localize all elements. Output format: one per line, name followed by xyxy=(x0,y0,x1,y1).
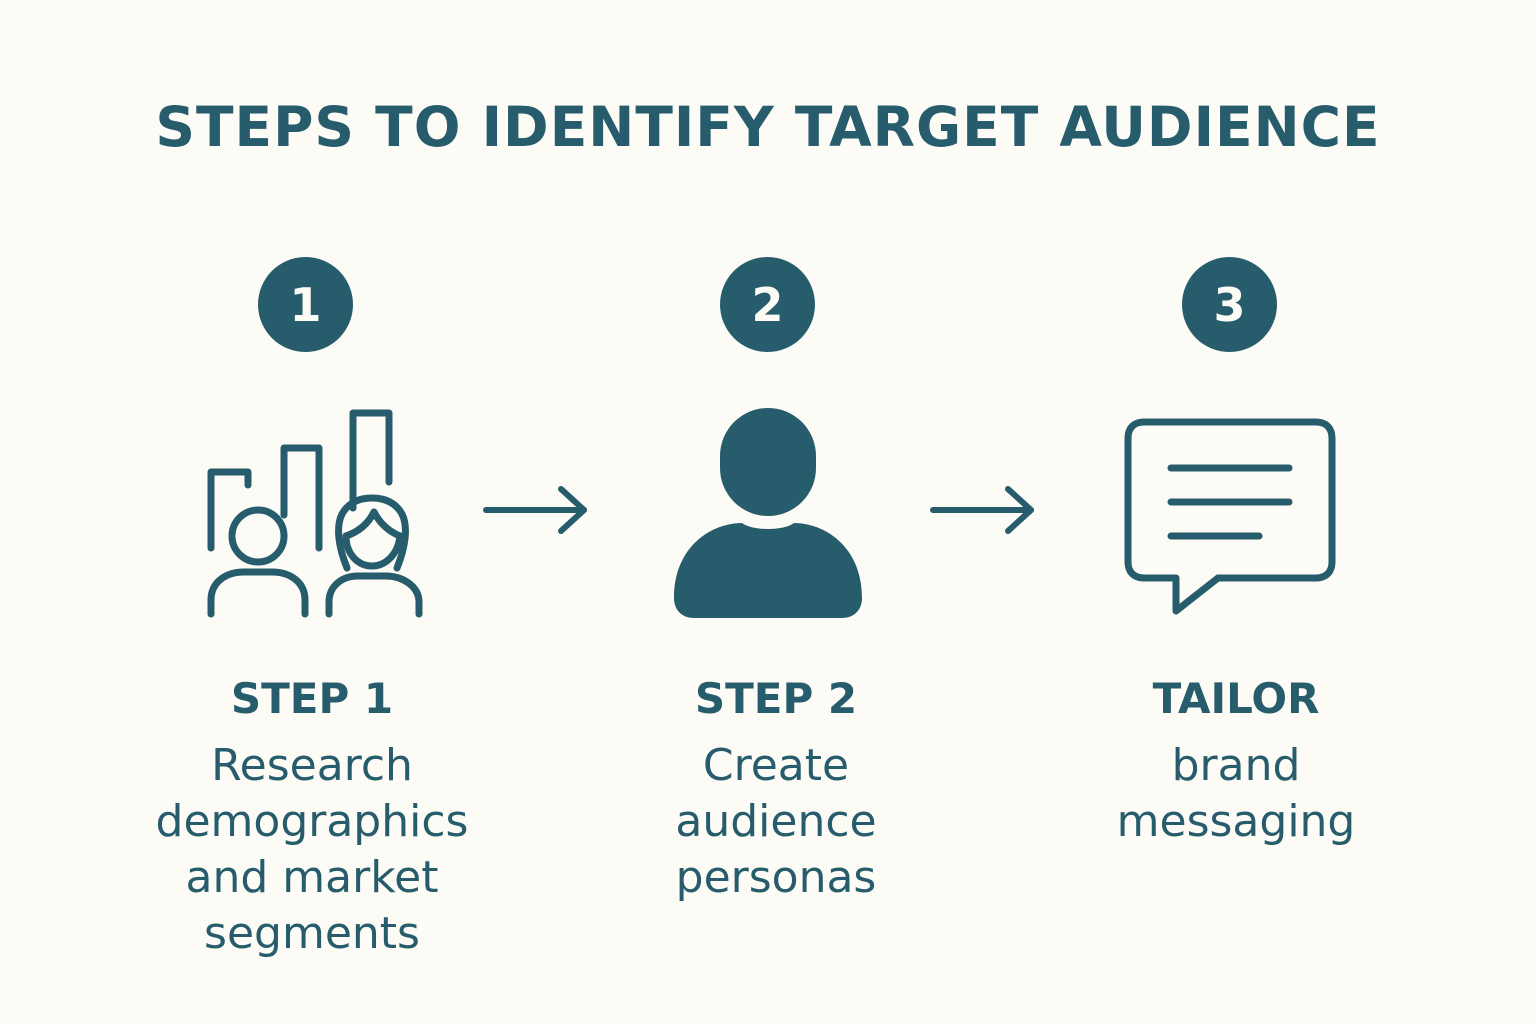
step-3-number-badge: 3 xyxy=(1182,257,1277,352)
step-3-description: brand messaging xyxy=(1116,740,1356,847)
person-icon xyxy=(674,408,862,618)
step-1-text: STEP 1 Research demographics and market … xyxy=(92,672,532,962)
step-2-heading: STEP 2 xyxy=(694,674,858,723)
message-icon xyxy=(1124,418,1336,615)
step-2-number-badge: 2 xyxy=(720,257,815,352)
step-1-number-badge: 1 xyxy=(258,257,353,352)
audience-research-icon xyxy=(207,409,423,618)
arrow-right-icon xyxy=(930,486,1034,534)
step-1-heading: STEP 1 xyxy=(230,674,394,723)
step-2-text: STEP 2 Create audience personas xyxy=(556,672,996,906)
step-2-description: Create audience personas xyxy=(675,740,877,903)
step-1-description: Research demographics and market segment… xyxy=(155,740,469,959)
arrow-right-icon xyxy=(483,486,587,534)
page-title: STEPS TO IDENTIFY TARGET AUDIENCE xyxy=(155,95,1381,159)
step-3-text: TAILOR brand messaging xyxy=(1016,672,1456,850)
step-3-heading: TAILOR xyxy=(1152,674,1320,723)
